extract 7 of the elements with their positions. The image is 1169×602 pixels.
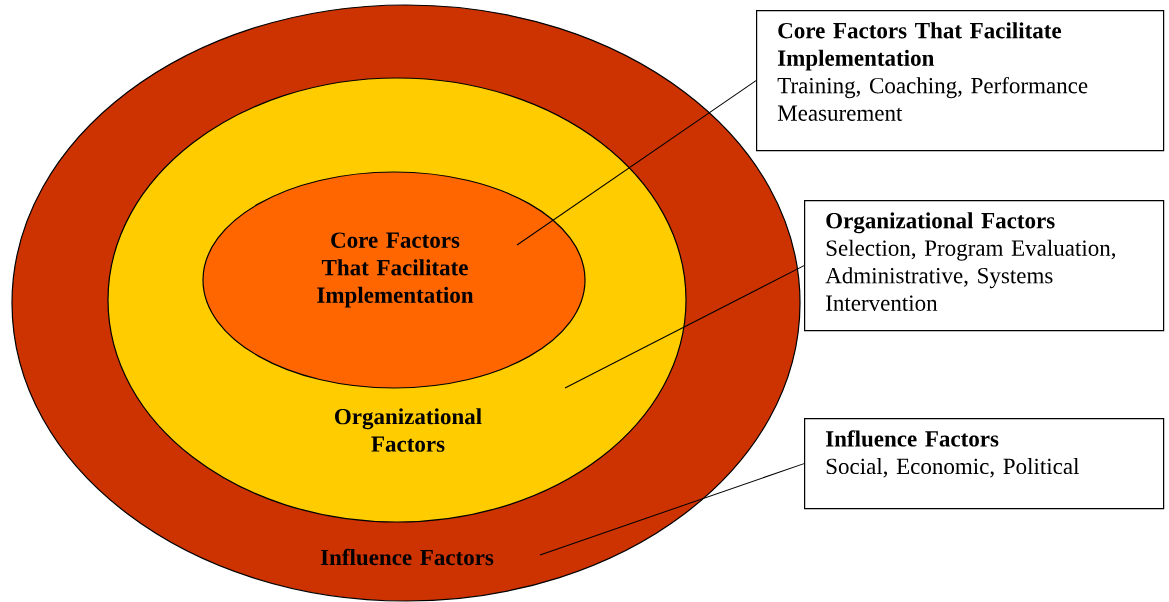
ellipse-band: Core Factors That Facilitate Implementation <box>202 171 586 389</box>
callout-box: Organizational Factors Selection, Program Evaluation, Administrative, Systems Intervention <box>804 200 1165 332</box>
leader-line <box>516 80 757 246</box>
callout-box: Core Factors That Facilitate Implementation Training, Coaching, Performance Measurement <box>756 10 1165 152</box>
callout-box: Influence Factors Social, Economic, Political <box>804 418 1165 510</box>
leader-line <box>539 463 805 556</box>
leader-line <box>564 265 805 389</box>
